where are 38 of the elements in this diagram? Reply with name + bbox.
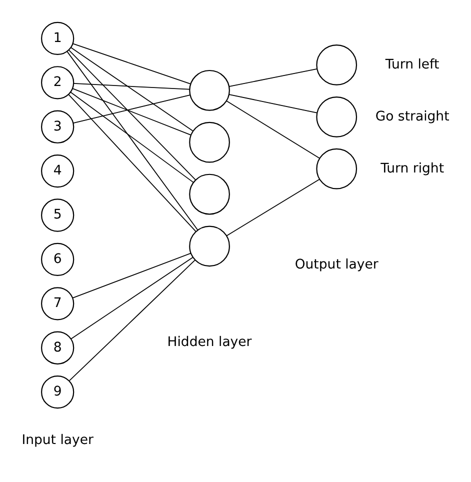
node-circle: 4 — [41, 154, 74, 188]
node-circle — [189, 121, 230, 162]
node-circle — [189, 173, 230, 214]
node-circle — [316, 44, 358, 85]
node-circle: 7 — [41, 286, 74, 320]
connector — [228, 94, 318, 113]
label: Output layer — [294, 256, 378, 272]
node-label: Go straight — [375, 108, 450, 124]
label: Input layer — [22, 432, 94, 448]
connector — [73, 82, 190, 90]
node-circle — [189, 69, 230, 110]
node-circle — [316, 96, 358, 137]
connector — [228, 68, 318, 86]
node-label: Turn right — [380, 160, 444, 176]
node-circle — [189, 225, 230, 266]
node-circle: 2 — [41, 66, 74, 99]
connector — [70, 46, 194, 131]
connector — [69, 259, 196, 381]
connector — [72, 42, 191, 84]
connector — [226, 178, 320, 236]
node-circle: 3 — [41, 110, 74, 143]
node-circle — [316, 148, 358, 189]
node-circle: 5 — [41, 198, 74, 232]
node-circle: 8 — [41, 330, 74, 364]
connector — [70, 91, 194, 182]
connector — [226, 100, 320, 158]
connector — [72, 88, 192, 135]
connector — [70, 256, 194, 339]
connector — [72, 94, 190, 124]
node-label: Turn left — [385, 56, 440, 72]
node-circle: 1 — [41, 21, 74, 55]
node-circle: 9 — [41, 374, 74, 408]
connector — [68, 93, 196, 232]
node-circle: 6 — [41, 242, 74, 276]
label: Hidden layer — [167, 334, 252, 350]
connector — [66, 50, 198, 230]
connector — [68, 49, 196, 180]
connector — [72, 252, 192, 298]
